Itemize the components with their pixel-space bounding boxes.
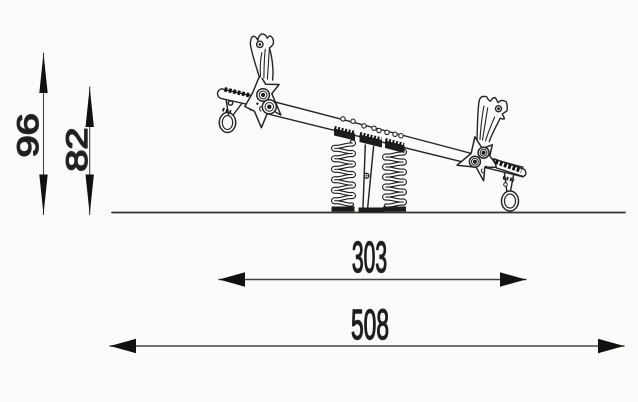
svg-text:303: 303 [352, 234, 387, 282]
svg-text:508: 508 [351, 301, 389, 348]
svg-text:96: 96 [12, 113, 45, 157]
svg-text:82: 82 [61, 127, 94, 171]
